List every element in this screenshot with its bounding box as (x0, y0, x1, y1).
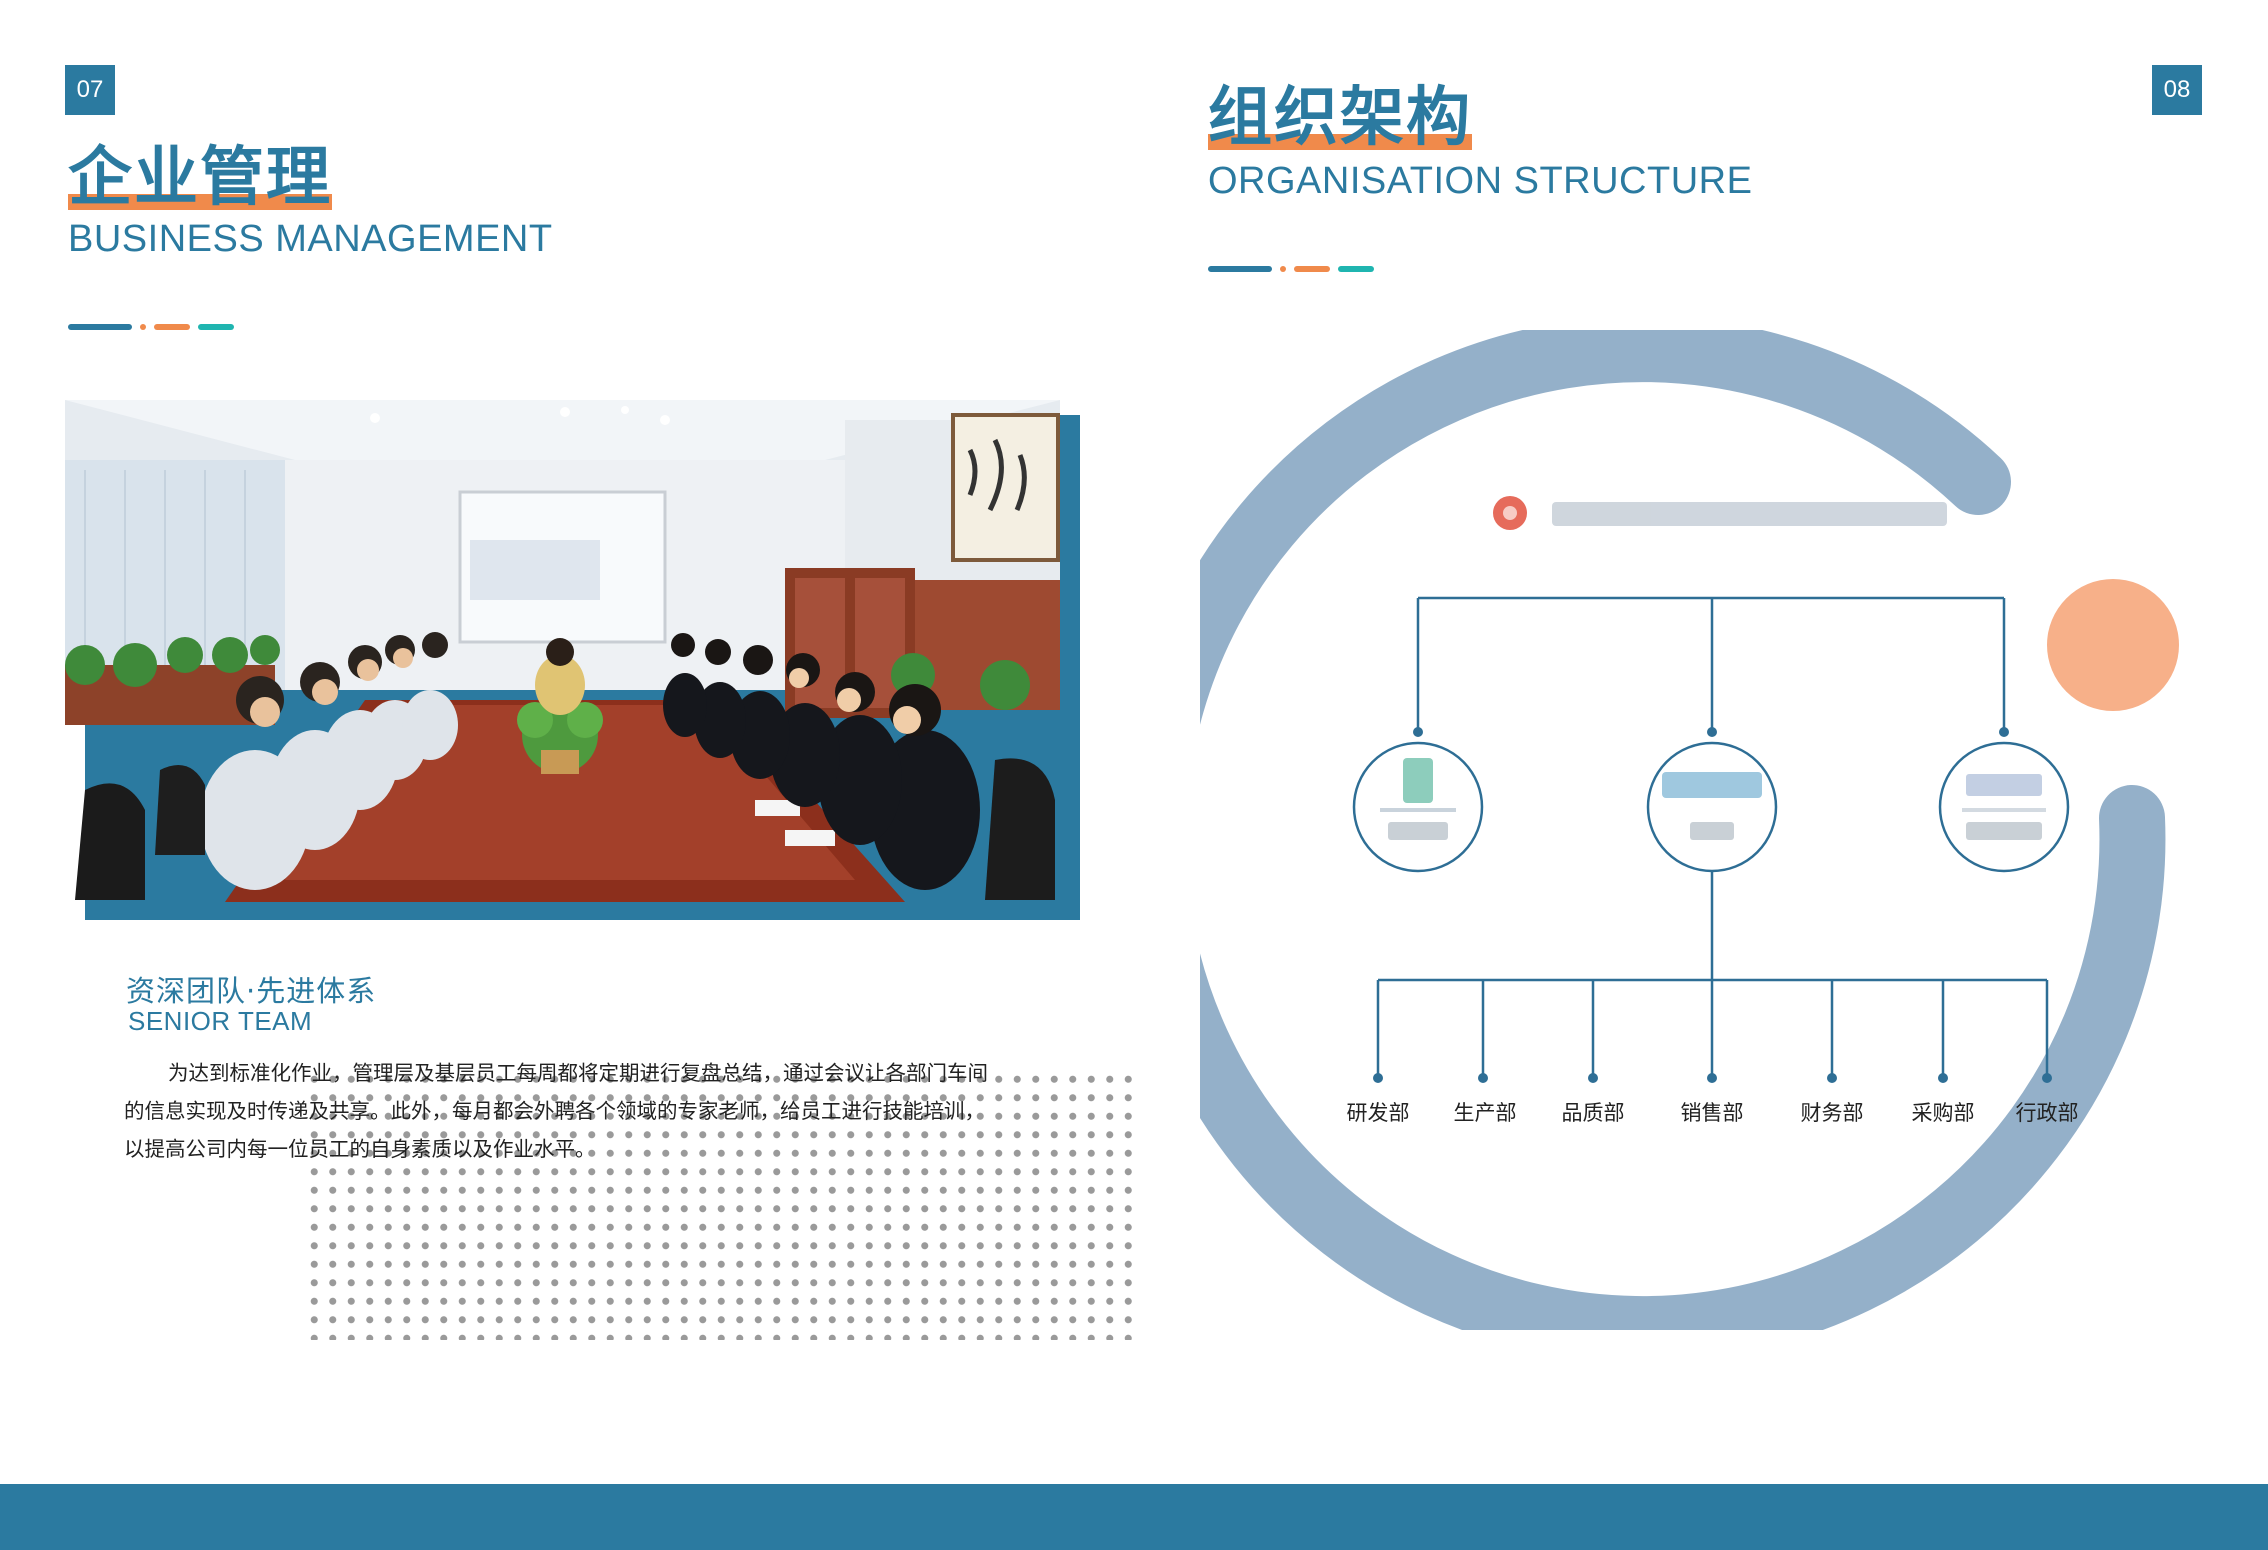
page-number-right: 08 (2152, 65, 2202, 115)
dept-label-rd: 研发部 (1347, 1101, 1410, 1125)
title-text: 企业管理 (68, 141, 332, 215)
meeting-room-image (65, 400, 1060, 902)
dept-label-production: 生产部 (1454, 1101, 1517, 1125)
page-subtitle-en-right: ORGANISATION STRUCTURE (1208, 160, 1753, 202)
meeting-photo (65, 400, 1080, 920)
decorative-ring (1200, 330, 2166, 1330)
footer-bar (0, 1484, 2268, 1550)
title-text: 组织架构 (1208, 81, 1472, 155)
body-paragraph: 为达到标准化作业，管理层及基层员工每周都将定期进行复盘总结，通过会议让各部门车间… (124, 1061, 988, 1161)
brand-node-2 (1646, 741, 1778, 873)
org-chart: 研发部 生产部 品质部 销售部 财务部 采购部 行政部 (1200, 330, 2179, 1330)
page-title-left: 企业管理 (68, 140, 332, 216)
dept-label-sales: 销售部 (1681, 1101, 1744, 1125)
page-number-left: 07 (65, 65, 115, 115)
section-subtitle-cn: 资深团队·先进体系 (126, 974, 377, 1008)
dept-label-admin: 行政部 (2016, 1101, 2079, 1125)
decorative-peach-circle (2047, 579, 2179, 711)
brand-node-1 (1352, 741, 1484, 873)
decorative-dashes-right (1208, 266, 1378, 272)
decorative-dashes-left (68, 324, 238, 330)
dept-label-purchasing: 采购部 (1912, 1101, 1975, 1125)
page-subtitle-en-left: BUSINESS MANAGEMENT (68, 218, 553, 260)
page-title-right: 组织架构 (1208, 80, 1472, 156)
dept-label-quality: 品质部 (1562, 1101, 1625, 1125)
dept-label-finance: 财务部 (1801, 1101, 1864, 1125)
dot-pattern (305, 1070, 1135, 1340)
brand-node-3 (1938, 741, 2070, 873)
company-logo (1493, 496, 1947, 530)
section-subtitle-en: SENIOR TEAM (128, 1006, 313, 1036)
